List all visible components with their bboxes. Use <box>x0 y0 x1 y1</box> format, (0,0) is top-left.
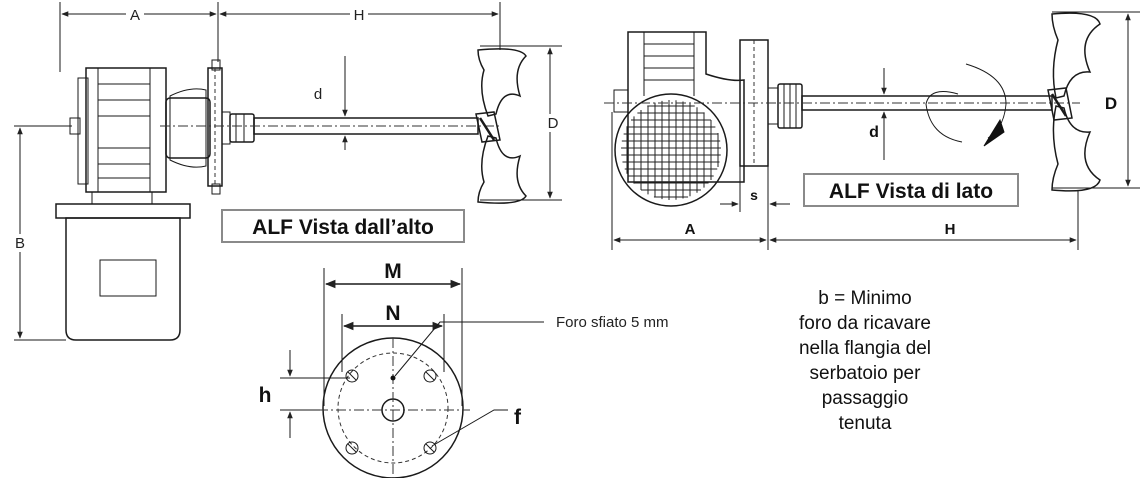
top-base <box>55 191 191 341</box>
vent-hole-label: Foro sfiato 5 mm <box>556 314 669 331</box>
note-line: nella flangia del <box>798 338 932 359</box>
top-dim-a-label: A <box>130 7 140 24</box>
side-dim-h-label: H <box>945 221 956 238</box>
note-line: passaggio <box>821 388 909 409</box>
side-shaft <box>604 63 1080 147</box>
flange-dim-n-label: N <box>385 302 400 325</box>
note-line: foro da ricavare <box>798 313 931 334</box>
top-motor <box>69 59 223 195</box>
side-view: D d A H s ALF Vista di lato <box>604 11 1140 250</box>
note-line: tenuta <box>838 413 892 434</box>
top-view-caption: ALF Vista dall’alto <box>252 216 434 239</box>
side-view-caption-box <box>803 173 1019 207</box>
top-view: A H d D B ALF Vista dall’alto <box>12 2 562 341</box>
motor-fan-grille <box>621 100 721 200</box>
top-dimensions: A H d D B <box>12 2 562 341</box>
top-view-caption-box <box>221 209 465 243</box>
flange-dim-m-label: M <box>384 260 402 283</box>
top-dim-b-label: B <box>15 235 25 252</box>
flange-dim-f-label: f <box>514 406 522 429</box>
top-dim-h-label: H <box>354 7 365 24</box>
side-dim-d-small-label: d <box>869 124 879 141</box>
top-propeller <box>475 48 527 204</box>
side-dimensions: D d A H s <box>611 11 1140 250</box>
side-dim-a-label: A <box>685 221 696 238</box>
top-dim-d-small-label: d <box>314 86 322 103</box>
note-line: serbatoio per <box>809 363 921 384</box>
top-shaft <box>160 111 500 145</box>
side-dim-s-label: s <box>750 187 758 203</box>
flange-view: M N h Foro sfiato 5 mm f <box>259 260 669 478</box>
flange-dim-h-label: h <box>259 384 272 407</box>
seal-hole-note: b = Minimo foro da ricavare nella flangi… <box>760 286 970 436</box>
side-propeller <box>1047 12 1101 192</box>
side-view-caption: ALF Vista di lato <box>829 180 993 203</box>
note-line: b = Minimo <box>818 288 912 309</box>
top-dim-d-large-label: D <box>548 115 559 132</box>
side-dim-d-large-label: D <box>1105 94 1117 113</box>
side-motor <box>613 31 769 207</box>
